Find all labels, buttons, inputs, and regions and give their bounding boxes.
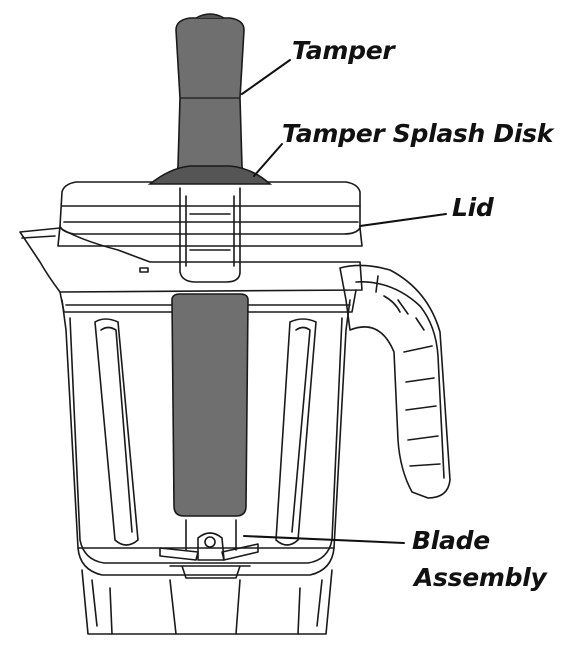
tamper-collar (179, 187, 241, 283)
blade-assembly-label-line2: Assembly (414, 563, 547, 592)
container-base (81, 569, 333, 635)
splash-disk-leader-line (253, 143, 283, 177)
tamper-splash-disk-label: Tamper Splash Disk (282, 119, 554, 148)
blade-assembly (159, 519, 259, 579)
lid-leader-line (359, 213, 447, 227)
jar-body (61, 299, 351, 576)
tamper-leader-line (241, 59, 291, 95)
tamper (147, 13, 273, 517)
blade-assembly-label-line1: Blade (412, 526, 490, 555)
lid (57, 181, 363, 247)
tamper-label: Tamper (292, 36, 395, 65)
lid-label: Lid (452, 193, 494, 222)
blade-leader-line (243, 535, 405, 544)
jar-handle (339, 264, 451, 499)
